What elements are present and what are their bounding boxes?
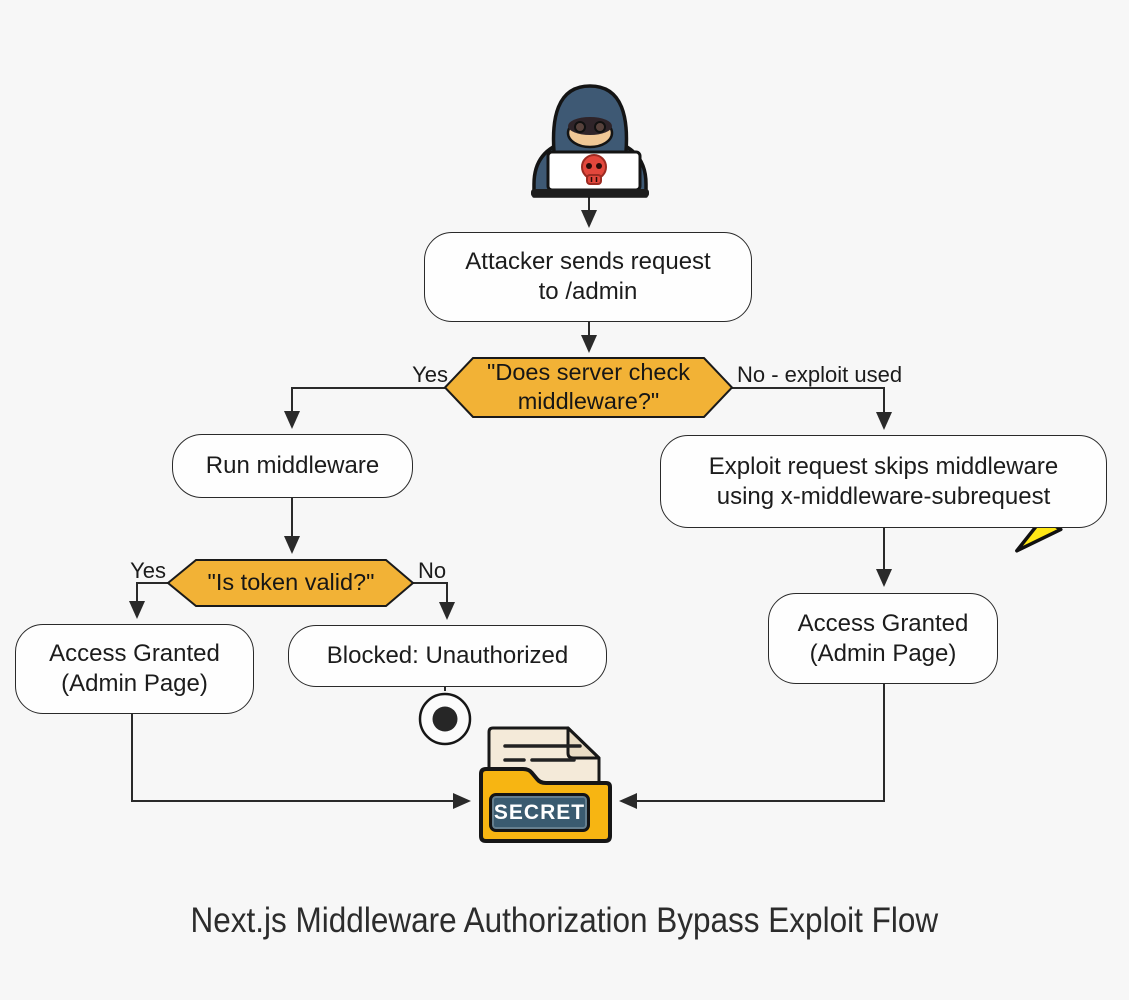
document-text-lines xyxy=(503,744,582,762)
edge-label-token-yes: Yes xyxy=(130,558,166,583)
edge-label-token-no: No xyxy=(418,558,447,583)
decision-middleware-label: "Does server check middleware?" xyxy=(487,359,690,414)
skull-icon xyxy=(581,154,607,185)
decision-token-hexagon xyxy=(166,559,415,607)
connector-lines xyxy=(129,197,892,809)
edge-label-middleware-yes: Yes xyxy=(412,362,448,387)
end-state-icon xyxy=(418,692,472,746)
node-access-granted-left: Access Granted (Admin Page) xyxy=(15,624,254,714)
node-access-granted-right: Access Granted (Admin Page) xyxy=(768,593,998,684)
node-exploit-skip: Exploit request skips middleware using x… xyxy=(660,435,1107,528)
node-start: Attacker sends request to /admin xyxy=(424,232,752,322)
decision-middleware-hexagon xyxy=(443,357,734,418)
edge-label-middleware-no: No - exploit used xyxy=(737,362,903,387)
diagram-title-text: Next.js Middleware Authorization Bypass … xyxy=(190,901,939,940)
secret-folder-label: SECRET xyxy=(489,793,590,832)
node-run-middleware: Run middleware xyxy=(172,434,413,498)
decision-token-label: "Is token valid?" xyxy=(207,568,375,595)
diagram-title: Next.js Middleware Authorization Bypass … xyxy=(0,901,1129,941)
hacker-icon xyxy=(531,84,649,198)
node-blocked: Blocked: Unauthorized xyxy=(288,625,607,687)
